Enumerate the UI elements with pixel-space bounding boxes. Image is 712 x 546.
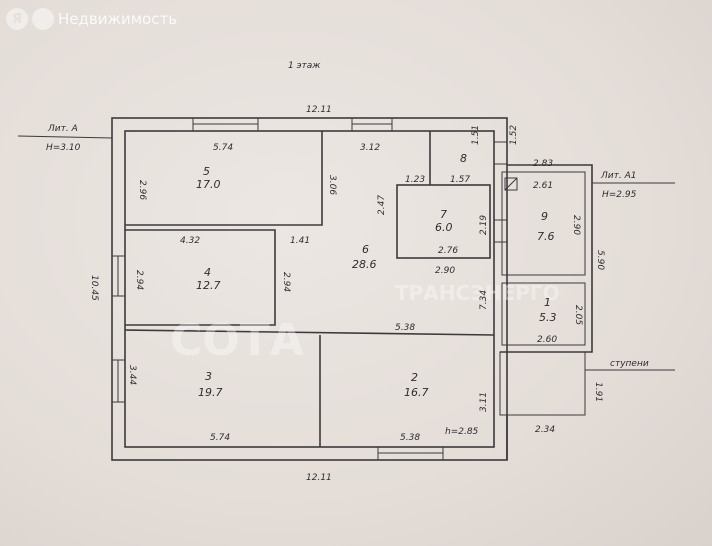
dimension-label: 2.34 <box>535 425 555 435</box>
dimension-label: 2.05 <box>573 305 583 325</box>
room-number: 3 <box>205 370 212 383</box>
room-number: 2 <box>411 371 418 384</box>
yandex-realty-watermark: Я Недвижимость <box>6 8 177 30</box>
room-number: 4 <box>204 266 211 279</box>
dimension-label: 2.94 <box>281 272 291 292</box>
room-number: 9 <box>541 210 548 223</box>
dimension-label: 2.90 <box>435 266 455 276</box>
room-labels: 5 17.0 4 12.7 3 19.7 6 28.6 2 16.7 7 6.0… <box>196 152 557 399</box>
dimension-label: 1.41 <box>290 236 310 246</box>
room-number: 7 <box>440 208 447 221</box>
lit-a-label: Лит. А <box>47 124 78 134</box>
room-area: 16.7 <box>404 386 429 399</box>
dimension-label: 1.91 <box>593 382 603 402</box>
yandex-logo-icon: Я <box>6 8 28 30</box>
dimension-label: 1.52 <box>509 125 519 145</box>
windows <box>111 117 508 461</box>
dimension-labels: 12.11 12.11 5.74 3.12 2.96 3.06 4.32 1.4… <box>89 105 605 483</box>
dimension-label: 1.57 <box>450 175 470 185</box>
room-number: 6 <box>362 243 369 256</box>
height-a-label: H=3.10 <box>46 143 81 153</box>
ceiling-height: h=2.85 <box>445 427 479 437</box>
dimension-label: 10.45 <box>89 275 99 301</box>
dimension-label: 5.74 <box>210 433 230 443</box>
dimension-label: 7.34 <box>479 290 489 310</box>
realty-logo-icon <box>32 8 54 30</box>
dimension-label: 2.61 <box>533 181 553 191</box>
floor-label: 1 этаж <box>288 61 321 71</box>
lit-a1-label: Лит. А1 <box>600 171 636 181</box>
dimension-label: 3.11 <box>479 392 489 412</box>
room-area: 12.7 <box>196 279 221 292</box>
stamp-text-2: ТРАНСЭНЕРГО <box>395 281 560 305</box>
room-area: 5.3 <box>539 311 557 324</box>
room-area: 17.0 <box>196 178 221 191</box>
dimension-label: 5.38 <box>395 323 415 333</box>
dimension-label: 12.11 <box>306 473 332 483</box>
dimension-label: 1.51 <box>471 125 481 145</box>
room-number: 8 <box>460 152 467 165</box>
interior-walls <box>124 131 593 460</box>
dimension-label: 2.19 <box>479 215 489 235</box>
dimension-label: 5.38 <box>400 433 420 443</box>
stamp-text: СОТА <box>170 315 304 366</box>
dimension-label: 2.60 <box>537 335 557 345</box>
dimension-label: 2.76 <box>438 246 458 256</box>
dimension-label: 4.32 <box>180 236 200 246</box>
room-number: 5 <box>203 165 210 178</box>
dimension-label: 2.94 <box>134 270 144 290</box>
dimension-label: 5.90 <box>595 250 605 270</box>
dimension-label: 2.96 <box>137 180 147 200</box>
stove-icon <box>504 177 518 191</box>
dimension-label: 5.74 <box>213 143 233 153</box>
leader-lines <box>17 135 675 371</box>
height-a1-label: H=2.95 <box>602 190 637 200</box>
steps-label: ступени <box>610 359 649 369</box>
dimension-label: 3.44 <box>127 365 137 385</box>
room-number: 1 <box>544 296 551 309</box>
dimension-label: 12.11 <box>306 105 332 115</box>
watermark-brand: Недвижимость <box>58 10 178 28</box>
dimension-label: 1.23 <box>405 175 425 185</box>
room-area: 28.6 <box>352 258 377 271</box>
dimension-label: 3.12 <box>360 143 380 153</box>
room-area: 7.6 <box>537 230 555 243</box>
dimension-label: 3.06 <box>327 175 337 195</box>
dimension-label: 2.83 <box>533 159 553 169</box>
room-area: 6.0 <box>435 221 453 234</box>
room-area: 19.7 <box>198 386 223 399</box>
dimension-label: 2.90 <box>571 215 581 235</box>
dimension-label: 2.47 <box>377 195 387 215</box>
